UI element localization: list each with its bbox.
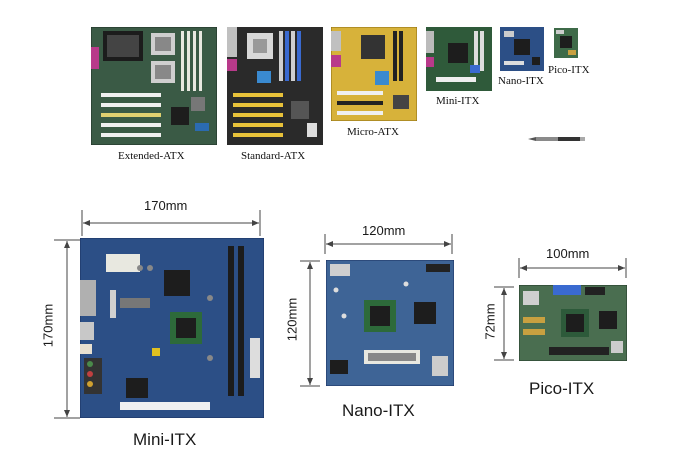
nano-itx-width-label: 120mm	[362, 223, 406, 238]
pen-scale-reference	[528, 134, 586, 144]
mini-itx-small-board	[426, 27, 492, 91]
nano-itx-board	[326, 260, 454, 386]
nano-itx-height-label: 120mm	[284, 297, 300, 342]
pico-itx-width-dimension	[518, 258, 627, 278]
nano-itx-width-dimension	[324, 234, 453, 254]
standard-atx-caption: Standard-ATX	[241, 150, 306, 162]
extended-atx-caption: Extended-ATX	[118, 150, 185, 162]
nano-itx-small-caption: Nano-ITX	[498, 75, 544, 87]
pico-itx-board	[519, 285, 627, 361]
pico-itx-height-dimension	[494, 286, 514, 361]
mini-itx-caption: Mini-ITX	[133, 430, 197, 449]
nano-itx-height-dimension	[300, 260, 320, 387]
mini-itx-width-dimension	[81, 210, 261, 236]
nano-itx-caption: Nano-ITX	[342, 401, 415, 420]
pico-itx-caption: Pico-ITX	[529, 379, 595, 398]
micro-atx-board	[331, 27, 417, 121]
pico-itx-small-board	[554, 28, 578, 58]
standard-atx-board	[227, 27, 323, 145]
mini-itx-board	[80, 238, 264, 418]
mini-itx-height-dimension	[54, 239, 80, 419]
pico-itx-width-label: 100mm	[546, 246, 590, 261]
nano-itx-small-board	[500, 27, 544, 71]
mini-itx-small-caption: Mini-ITX	[436, 95, 480, 107]
pico-itx-small-caption: Pico-ITX	[548, 64, 590, 76]
mini-itx-height-label: 170mm	[40, 303, 56, 348]
pico-itx-height-label: 72mm	[482, 303, 498, 340]
extended-atx-board	[91, 27, 217, 145]
mini-itx-width-label: 170mm	[144, 198, 188, 213]
micro-atx-caption: Micro-ATX	[347, 126, 399, 138]
